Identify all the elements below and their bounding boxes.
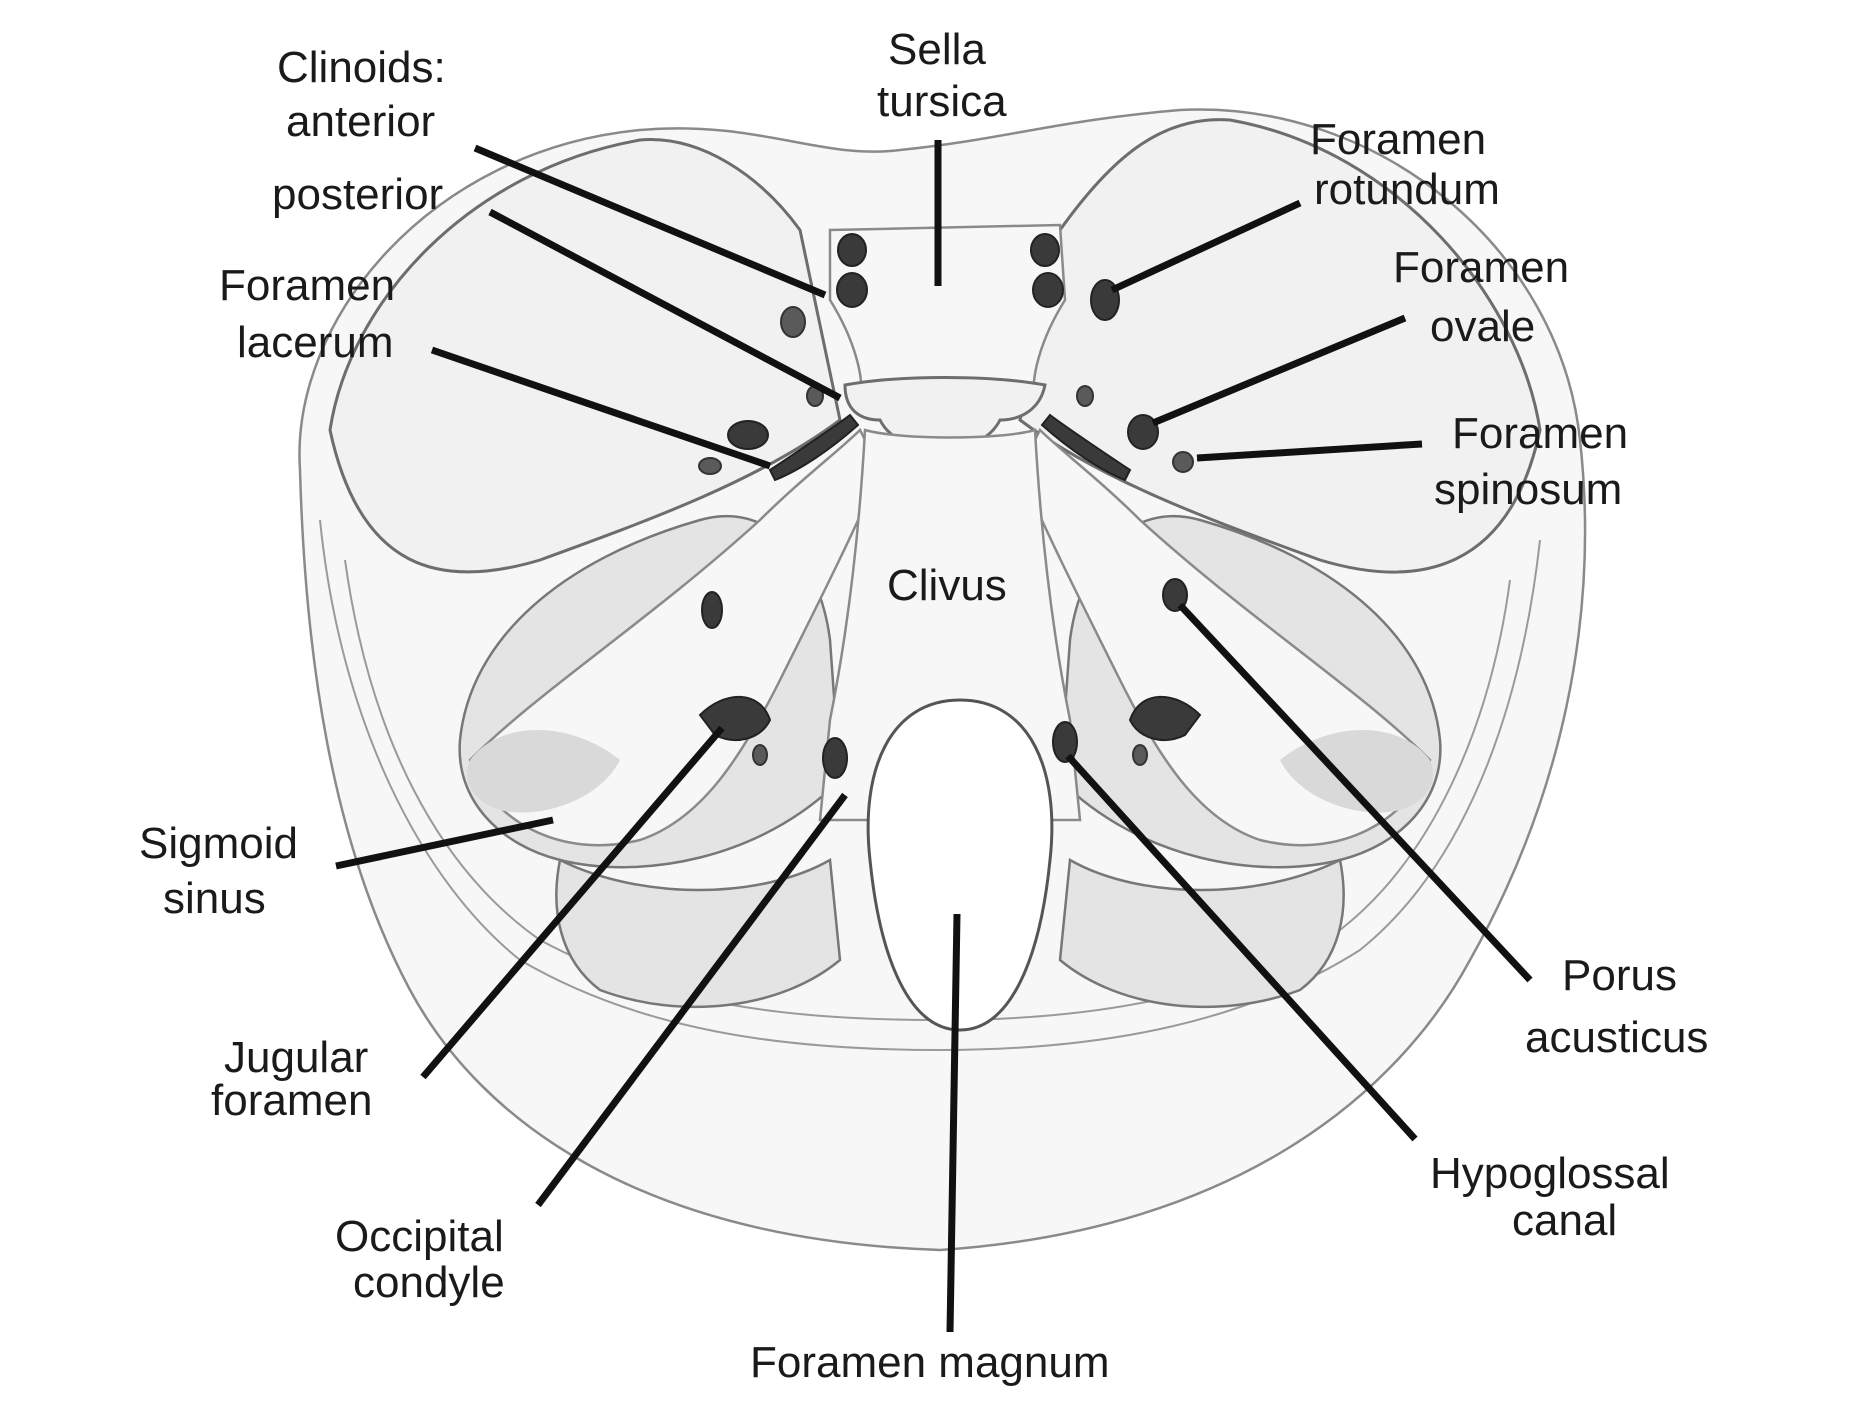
label-foramen-rotundum-line1: Foramen bbox=[1310, 115, 1486, 164]
label-foramen-ovale-line1: Foramen bbox=[1393, 243, 1569, 292]
leader-foramen-lacerum bbox=[430, 346, 772, 470]
small-posterior-hole-left bbox=[752, 744, 768, 766]
anterior-clinoid-hole-right bbox=[1030, 233, 1060, 267]
label-jugular-line2: foramen bbox=[211, 1076, 372, 1125]
leader-porus-acusticus bbox=[1177, 602, 1533, 983]
label-foramen-ovale-line2: ovale bbox=[1430, 302, 1535, 351]
left-petrous-hole bbox=[701, 591, 723, 629]
label-clinoids-title: Clinoids: bbox=[277, 43, 446, 92]
small-posterior-hole-right bbox=[1132, 744, 1148, 766]
leader-lines bbox=[335, 140, 1533, 1333]
label-foramen-lacerum-line2: lacerum bbox=[237, 318, 394, 367]
hypoglossal-hole-left bbox=[822, 737, 848, 779]
labels: Clinoids: anterior posterior Sella tursi… bbox=[139, 25, 1708, 1387]
label-foramen-spinosum-line2: spinosum bbox=[1434, 465, 1622, 514]
leader-foramen-ovale bbox=[1151, 314, 1407, 427]
anterior-clinoid-hole-left bbox=[837, 233, 867, 267]
leader-hypoglossal-canal bbox=[1065, 753, 1418, 1142]
porus-acusticus-hole bbox=[1162, 578, 1188, 612]
foramen-lacerum-slit-left bbox=[768, 413, 860, 482]
occipital-lower-right bbox=[1058, 857, 1345, 1009]
leader-jugular-foramen bbox=[420, 725, 725, 1080]
label-sigmoid-line2: sinus bbox=[163, 874, 266, 923]
leader-sigmoid-sinus bbox=[335, 816, 554, 870]
left-sigmoid-trough bbox=[467, 730, 620, 813]
leader-foramen-spinosum bbox=[1196, 440, 1423, 462]
skull-base-illustration bbox=[298, 108, 1587, 1252]
label-sella-line2: tursica bbox=[877, 77, 1007, 126]
label-clivus: Clivus bbox=[887, 561, 1007, 610]
label-clinoids-anterior: anterior bbox=[286, 97, 435, 146]
leader-posterior-clinoid bbox=[488, 208, 842, 402]
label-hypoglossal-line1: Hypoglossal bbox=[1430, 1149, 1670, 1198]
label-porus-line2: acusticus bbox=[1525, 1013, 1708, 1062]
left-small-hole-2 bbox=[698, 457, 722, 475]
small-hole-left bbox=[780, 306, 806, 338]
foramen-lacerum-slit-right bbox=[1040, 413, 1132, 482]
foramen-ovale-hole bbox=[1127, 414, 1159, 450]
label-foramen-lacerum-line1: Foramen bbox=[219, 261, 395, 310]
jugular-foramen-right bbox=[1128, 695, 1202, 741]
dorsum-sellae bbox=[843, 376, 1047, 452]
leader-anterior-clinoid bbox=[473, 144, 827, 299]
label-hypoglossal-line2: canal bbox=[1512, 1196, 1617, 1245]
label-occipital-line1: Occipital bbox=[335, 1212, 504, 1261]
label-jugular-line1: Jugular bbox=[224, 1033, 368, 1082]
label-sella-line1: Sella bbox=[888, 25, 986, 74]
foramen-magnum-opening bbox=[866, 698, 1054, 1032]
leader-foramen-rotundum bbox=[1110, 199, 1302, 294]
clinoid-hole-left-2 bbox=[836, 272, 868, 308]
label-clinoids-posterior: posterior bbox=[272, 170, 443, 219]
label-foramen-magnum: Foramen magnum bbox=[750, 1338, 1109, 1387]
foramen-spinosum-hole bbox=[1172, 451, 1194, 473]
label-occipital-line2: condyle bbox=[353, 1258, 505, 1307]
label-sigmoid-line1: Sigmoid bbox=[139, 819, 298, 868]
clinoid-hole-right-2 bbox=[1032, 272, 1064, 308]
leader-occipital-condyle bbox=[535, 792, 848, 1208]
label-foramen-rotundum-line2: rotundum bbox=[1314, 165, 1500, 214]
leader-foramen-magnum bbox=[946, 913, 961, 1333]
label-porus-line1: Porus bbox=[1562, 951, 1677, 1000]
left-lacerum-hole bbox=[727, 420, 769, 450]
label-foramen-spinosum-line1: Foramen bbox=[1452, 409, 1628, 458]
posterior-clinoid-hole-right bbox=[1076, 385, 1094, 407]
hypoglossal-hole-right bbox=[1052, 721, 1078, 763]
